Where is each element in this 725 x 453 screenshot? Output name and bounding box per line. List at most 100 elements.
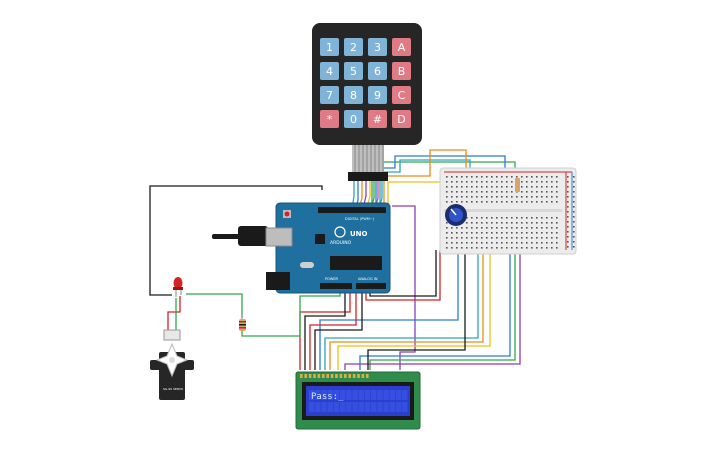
- lcd-16x2[interactable]: Pass:_: [295, 371, 421, 430]
- arduino-uno[interactable]: ARDUINO UNO DIGITAL (PWM~) POWER ANALOG …: [212, 202, 391, 294]
- lcd-char-cell: [383, 390, 389, 400]
- breadboard-hole: [546, 191, 548, 193]
- keypad-connector: [348, 172, 388, 181]
- keypad-key-3[interactable]: [368, 38, 387, 56]
- breadboard[interactable]: [439, 167, 577, 255]
- keypad-key-7[interactable]: [320, 86, 339, 104]
- wire-bb-lcd-3[interactable]: [344, 240, 521, 370]
- breadboard-hole: [481, 176, 483, 178]
- keypad-key-D[interactable]: [392, 110, 411, 128]
- wire-gnd-loop[interactable]: [149, 185, 323, 296]
- keypad-key-label: 7: [326, 89, 333, 102]
- wire-pot-purple[interactable]: [392, 205, 416, 370]
- breadboard-hole: [556, 227, 558, 229]
- potentiometer[interactable]: [445, 204, 467, 226]
- wire-d9-bb[interactable]: [387, 181, 440, 206]
- keypad-key-8[interactable]: [344, 86, 363, 104]
- breadboard-hole: [471, 227, 473, 229]
- breadboard-hole: [466, 227, 468, 229]
- lcd-char-cell: [402, 402, 408, 412]
- resistor-band-3: [239, 327, 246, 329]
- breadboard-hole: [511, 237, 513, 239]
- wire-resistor-green[interactable]: [241, 285, 341, 337]
- breadboard-hole: [496, 196, 498, 198]
- breadboard-hole: [541, 186, 543, 188]
- breadboard-hole: [471, 247, 473, 249]
- wire-ard-lcd-3[interactable]: [309, 285, 357, 370]
- lcd-char-cell: [395, 402, 402, 412]
- wire-ard-lcd-1[interactable]: [299, 285, 351, 370]
- breadboard-hole: [451, 186, 453, 188]
- breadboard-hole: [471, 232, 473, 234]
- resistor-band-1: [239, 321, 246, 323]
- breadboard-hole: [466, 196, 468, 198]
- lcd-header-pins: [300, 374, 369, 378]
- wire-led-red[interactable]: [167, 296, 181, 330]
- keypad-key-label: B: [398, 65, 406, 78]
- breadboard-hole: [556, 242, 558, 244]
- keypad-key-C[interactable]: [392, 86, 411, 104]
- breadboard-hole: [536, 176, 538, 178]
- breadboard-hole: [521, 232, 523, 234]
- lcd-text: Pass:_: [311, 392, 344, 402]
- keypad-key-1[interactable]: [320, 38, 339, 56]
- breadboard-hole: [536, 186, 538, 188]
- servo-motor[interactable]: SG-90 SERVO: [150, 329, 194, 400]
- wire-ard-lcd-2[interactable]: [304, 285, 346, 370]
- keypad-key-A[interactable]: [392, 38, 411, 56]
- breadboard-hole: [491, 217, 493, 219]
- keypad-key-B[interactable]: [392, 62, 411, 80]
- breadboard-hole: [481, 237, 483, 239]
- breadboard-resistor[interactable]: [515, 178, 520, 192]
- breadboard-hole: [456, 242, 458, 244]
- breadboard-hole: [546, 237, 548, 239]
- keypad-key-6[interactable]: [368, 62, 387, 80]
- wire-bb-lcd-5[interactable]: [329, 230, 484, 370]
- breadboard-hole: [476, 201, 478, 203]
- power-jack: [266, 272, 290, 290]
- wire-bb-lcd-4[interactable]: [337, 230, 491, 370]
- keypad-key-5[interactable]: [344, 62, 363, 80]
- keypad-key-label: #: [373, 113, 382, 126]
- breadboard-hole: [496, 247, 498, 249]
- breadboard-hole: [531, 217, 533, 219]
- breadboard-hole: [476, 247, 478, 249]
- wire-bb-lcd-2[interactable]: [359, 240, 511, 370]
- breadboard-hole: [546, 176, 548, 178]
- breadboard-hole: [536, 181, 538, 183]
- breadboard-rail-hole: [567, 211, 569, 213]
- breadboard-hole: [531, 237, 533, 239]
- wire-bb-lcd-1[interactable]: [369, 230, 516, 370]
- resistor[interactable]: [239, 314, 246, 331]
- breadboard-hole: [521, 176, 523, 178]
- breadboard-hole: [546, 181, 548, 183]
- keypad-key-#[interactable]: [368, 110, 387, 128]
- breadboard-hole: [481, 242, 483, 244]
- wire-bb-lcd-6[interactable]: [324, 240, 479, 370]
- breadboard-hole: [516, 196, 518, 198]
- wire-ard-lcd-4[interactable]: [314, 285, 363, 370]
- breadboard-hole: [471, 242, 473, 244]
- keypad-key-*[interactable]: [320, 110, 339, 128]
- lcd-char-cell: [389, 390, 395, 400]
- red-led[interactable]: [173, 277, 183, 297]
- breadboard-hole: [461, 186, 463, 188]
- breadboard-hole: [536, 232, 538, 234]
- wire-pot-lcd[interactable]: [319, 230, 459, 370]
- keypad-key-2[interactable]: [344, 38, 363, 56]
- breadboard-hole: [466, 242, 468, 244]
- lcd-char-cell: [321, 390, 327, 400]
- breadboard-rail-hole: [567, 241, 569, 243]
- breadboard-hole: [456, 201, 458, 203]
- lcd-char-cell: [333, 390, 340, 400]
- keypad-key-9[interactable]: [368, 86, 387, 104]
- lcd-pin: [366, 374, 369, 378]
- breadboard-hole: [501, 176, 503, 178]
- keypad-key-4[interactable]: [320, 62, 339, 80]
- breadboard-rail-hole: [567, 201, 569, 203]
- breadboard-hole: [496, 242, 498, 244]
- wire-bb-lcd-7[interactable]: [367, 252, 466, 370]
- wire-led-green[interactable]: [186, 293, 243, 318]
- keypad-key-0[interactable]: [344, 110, 363, 128]
